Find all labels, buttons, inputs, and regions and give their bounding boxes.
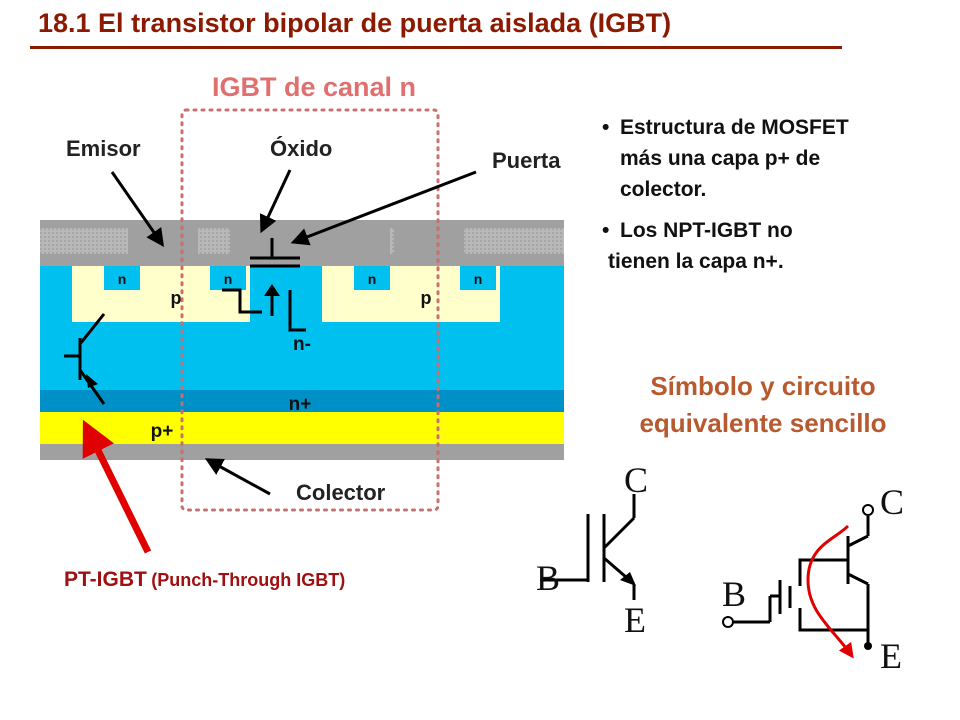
- igbt-emitter-arrow-icon: [620, 572, 636, 586]
- equivalent-circuit: C B E: [722, 482, 904, 676]
- pt-igbt-detail: (Punch-Through IGBT): [151, 570, 346, 590]
- region-label-n-plus: n+: [289, 394, 312, 415]
- label-emisor: Emisor: [66, 136, 141, 161]
- bullet-item: •Los NPT-IGBT no: [602, 219, 793, 242]
- p-plus-region: [40, 412, 564, 444]
- parasitic-bjt-symbol: [64, 313, 106, 405]
- region-label-n: n: [368, 271, 377, 287]
- region-label-p: p: [171, 288, 182, 308]
- pt-igbt-main: PT-IGBT: [64, 568, 147, 591]
- page-title: 18.1 El transistor bipolar de puerta ais…: [38, 8, 672, 38]
- bullet-line: colector.: [620, 178, 707, 201]
- circuit-label-e: E: [880, 636, 902, 676]
- n-source-2: [210, 266, 246, 290]
- contact-window: [128, 228, 198, 254]
- bullet-line: tienen la capa n+.: [608, 250, 784, 273]
- embedded-mosfet-symbol: [222, 238, 306, 332]
- n-plus-region: [40, 390, 564, 412]
- bullet-line: Los NPT-IGBT no: [620, 219, 793, 242]
- label-puerta: Puerta: [492, 148, 561, 173]
- region-label-p: p: [421, 288, 432, 308]
- title-underline: [30, 46, 842, 49]
- igbt-symbol-b: B: [536, 558, 560, 598]
- region-label-n-minus: n-: [293, 334, 311, 355]
- oxido-pointer-arrow: [259, 169, 292, 234]
- puerta-pointer-arrow: [290, 170, 477, 246]
- terminal-b: [722, 616, 734, 628]
- device-cross-section: n n n n p p n- n+ p+: [40, 220, 564, 460]
- igbt-symbol-c: C: [624, 460, 648, 500]
- bjt-arrow-icon: [86, 374, 98, 388]
- current-path-red: [806, 524, 854, 659]
- n-source-3: [354, 266, 390, 290]
- region-label-n: n: [474, 271, 483, 287]
- region-label-p-plus: p+: [151, 421, 174, 442]
- contact-window: [394, 228, 464, 254]
- terminal-c: [862, 504, 874, 516]
- mosfet-arrow-icon: [264, 284, 280, 296]
- n-source-1: [104, 266, 140, 290]
- pt-igbt-label: PT-IGBT (Punch-Through IGBT): [64, 568, 345, 592]
- colector-pointer-arrow: [204, 458, 271, 496]
- label-colector: Colector: [296, 480, 386, 505]
- pt-igbt-red-arrow: [82, 419, 152, 554]
- emisor-pointer-arrow: [110, 171, 165, 247]
- diagram-subtitle: IGBT de canal n: [212, 72, 417, 102]
- bullet-list: •Estructura de MOSFET más una capa p+ de…: [602, 112, 849, 277]
- bullet-line: Estructura de MOSFET: [620, 116, 849, 139]
- circuit-label-c: C: [880, 482, 904, 522]
- bullet-item: •Estructura de MOSFET: [602, 116, 849, 139]
- bullet-line: más una capa p+ de: [620, 147, 821, 170]
- igbt-symbol-e: E: [624, 600, 646, 640]
- terminal-e: [864, 642, 872, 650]
- region-label-n: n: [224, 271, 233, 287]
- circuit-label-b: B: [722, 574, 746, 614]
- n-source-4: [460, 266, 496, 290]
- label-oxido: Óxido: [270, 136, 333, 161]
- cell-outline-dotted: [180, 108, 440, 512]
- bottom-metal-layer: [40, 444, 564, 460]
- igbt-symbol: C B E: [536, 460, 648, 640]
- symbol-title: Símbolo y circuito equivalente sencillo: [639, 371, 887, 438]
- region-label-n: n: [118, 271, 127, 287]
- gate-poly: [230, 228, 390, 254]
